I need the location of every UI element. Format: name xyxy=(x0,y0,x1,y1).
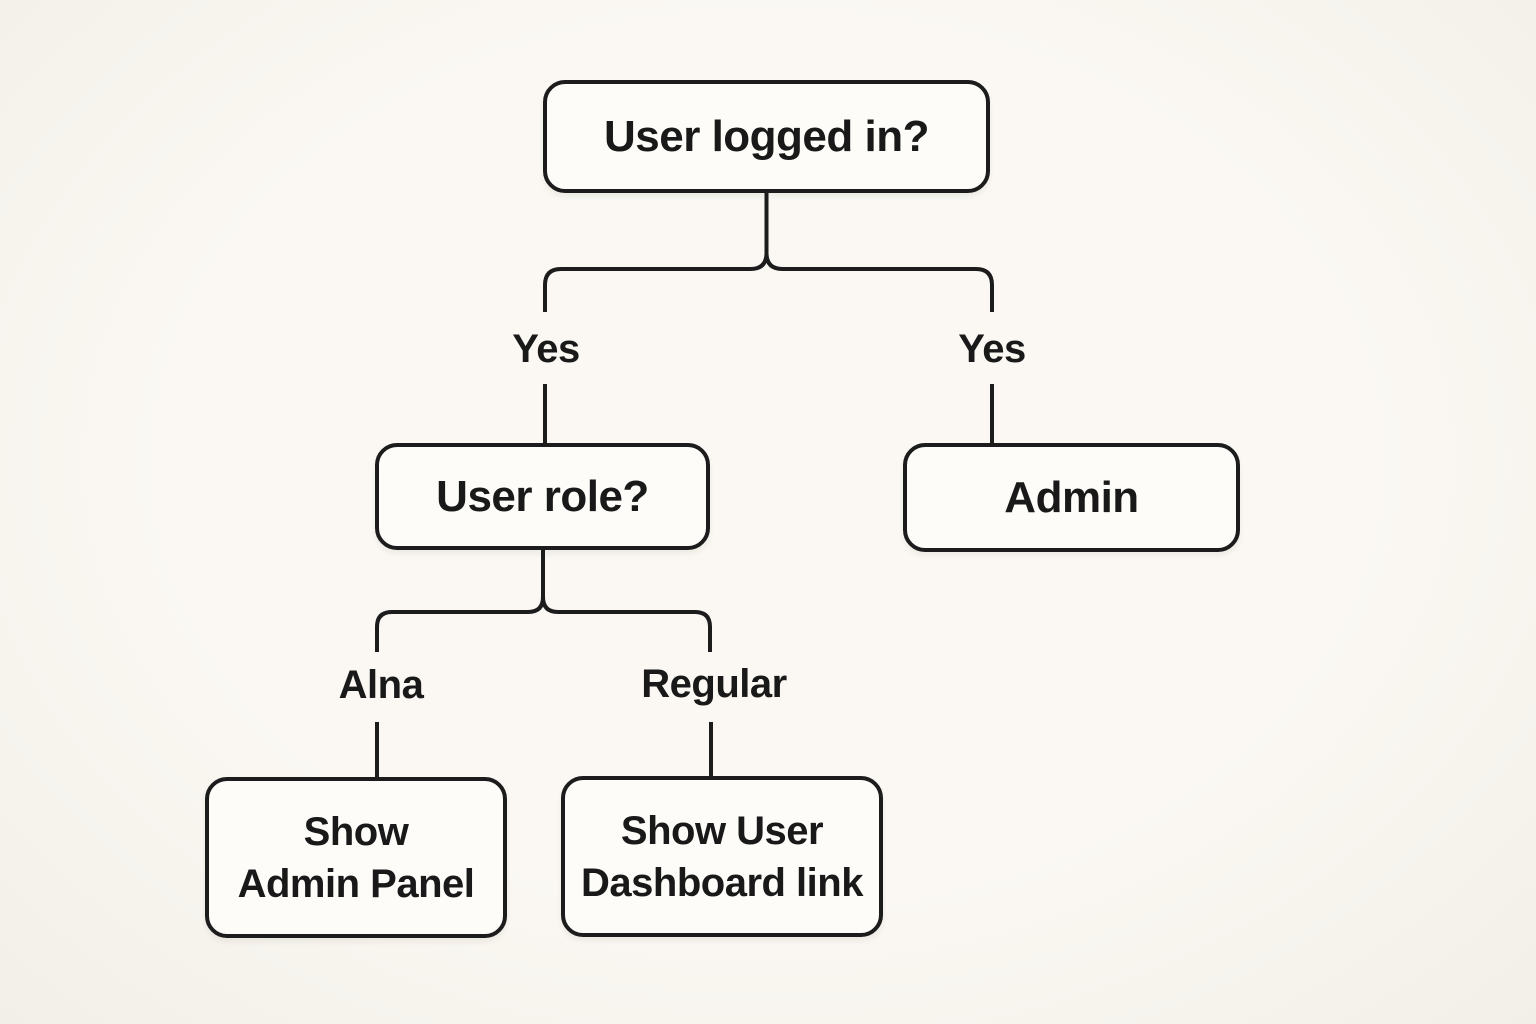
node-show-user-dashboard-link-line2: Dashboard link xyxy=(581,860,863,905)
connector-user-role-to-right-branch xyxy=(541,596,712,652)
edge-label-alna: Alna xyxy=(338,663,424,707)
node-show-user-dashboard-link-line1: Show User xyxy=(620,808,824,853)
node-user-role: User role? xyxy=(375,443,710,550)
node-show-admin-panel: Show Admin Panel xyxy=(205,777,507,938)
edge-label-yes-left: Yes xyxy=(512,327,580,371)
connector-user-role-to-left-branch xyxy=(375,550,545,652)
node-user-logged-in-label: User logged in? xyxy=(604,111,929,161)
connector-root-to-left-branch xyxy=(543,193,769,312)
node-show-admin-panel-line1: Show xyxy=(303,809,409,854)
node-show-admin-panel-line2: Admin Panel xyxy=(237,861,475,906)
edge-label-regular: Regular xyxy=(641,662,787,706)
node-user-logged-in: User logged in? xyxy=(543,80,990,193)
node-user-role-label: User role? xyxy=(436,471,649,521)
connector-root-to-right-branch xyxy=(764,252,994,312)
node-admin: Admin xyxy=(903,443,1240,552)
node-admin-label: Admin xyxy=(1004,472,1139,522)
node-show-user-dashboard-link: Show User Dashboard link xyxy=(561,776,883,937)
edge-label-yes-right: Yes xyxy=(958,327,1026,371)
